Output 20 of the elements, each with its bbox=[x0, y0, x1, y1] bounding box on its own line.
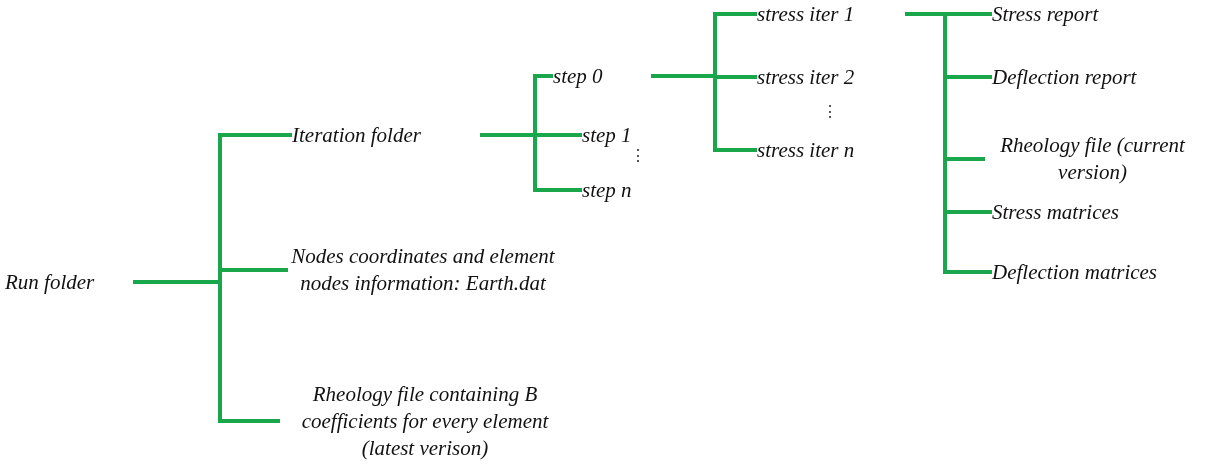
connector-line bbox=[480, 133, 582, 192]
tree-label: step 1 bbox=[582, 121, 652, 149]
tree-label: stress iter 2 bbox=[757, 63, 905, 91]
tree-label: Stress matrices bbox=[992, 198, 1192, 226]
tree-label: step 0 bbox=[553, 61, 651, 91]
tree-label: Stress report bbox=[992, 0, 1192, 28]
connector-line bbox=[651, 74, 757, 152]
tree-label: stress iter n bbox=[757, 136, 905, 164]
tree-label: stress iter 1 bbox=[757, 0, 905, 28]
tree-label: Deflection matrices bbox=[992, 258, 1212, 286]
tree-label: Deflection report bbox=[992, 63, 1202, 91]
connector-line bbox=[133, 280, 280, 423]
tree-label: Rheology file containing B coefficients for every element (latest verison) bbox=[280, 376, 570, 466]
tree-label: Nodes coordinates and element nodes information: Earth.dat bbox=[288, 228, 558, 312]
tree-label: Run folder bbox=[5, 266, 133, 298]
ellipsis-dots: ⋮ bbox=[822, 104, 838, 120]
ellipsis-dots: ⋮ bbox=[630, 148, 646, 164]
tree-label: step n bbox=[582, 176, 652, 204]
tree-label: Rheology file (current version) bbox=[985, 130, 1200, 188]
tree-label: Iteration folder bbox=[292, 119, 480, 151]
